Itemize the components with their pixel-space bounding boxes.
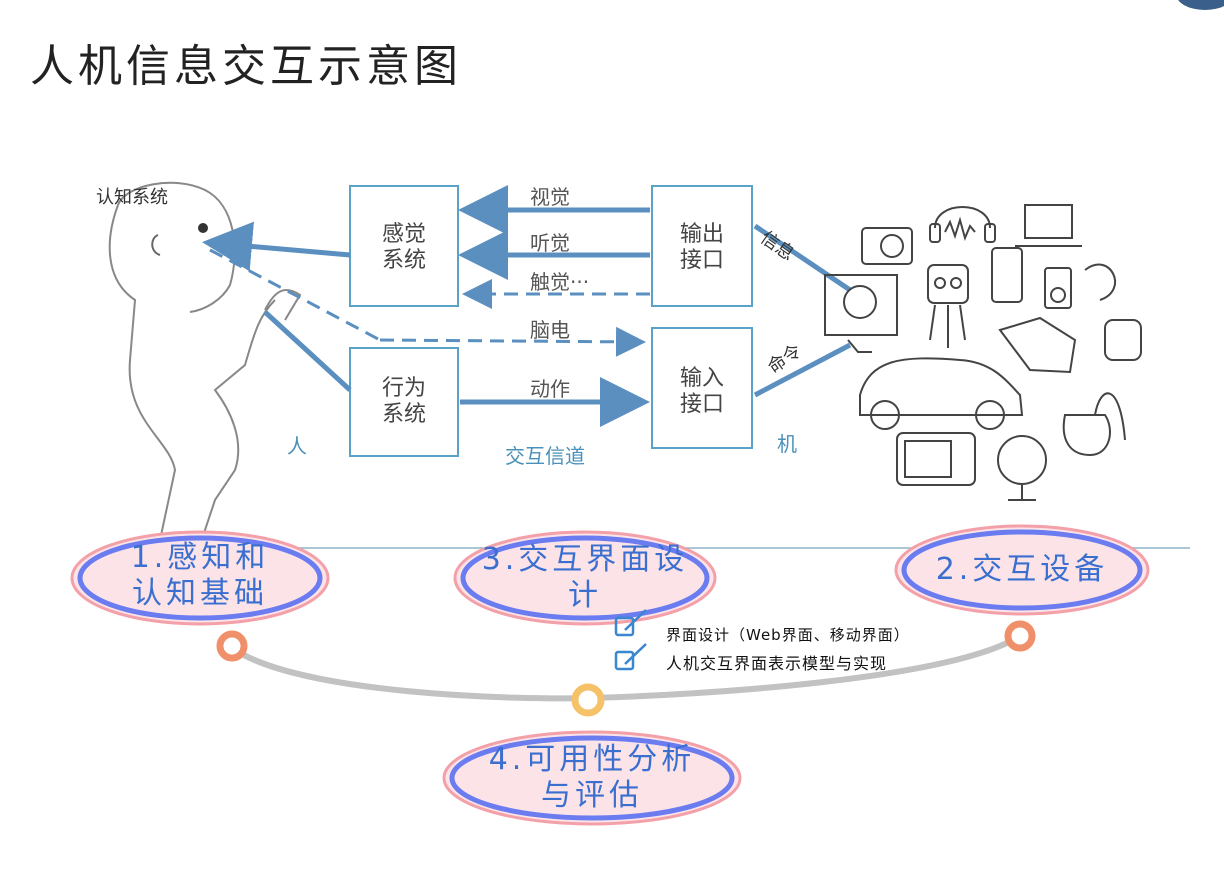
- vacuum-icon: [1062, 414, 1111, 457]
- bullet-interface-model: 人机交互界面表示模型与实现: [666, 654, 888, 673]
- command-line: [753, 342, 852, 398]
- fan-icon: [997, 435, 1047, 485]
- node-topic-1[interactable]: [216, 630, 248, 662]
- sensory-to-eye-arrow: [202, 221, 351, 272]
- node-topic-4[interactable]: [571, 683, 605, 717]
- hand-to-behavior-line: [263, 310, 352, 392]
- topic-oval-1[interactable]: [70, 530, 330, 626]
- vr-headset-icon: [998, 316, 1077, 374]
- device-sketches: [824, 204, 1142, 501]
- channel-label: 交互信道: [505, 444, 585, 468]
- topic-3-text: 3.交互界面设计: [481, 542, 689, 613]
- camera-icon: [861, 227, 913, 265]
- touch-label: 触觉···: [530, 270, 590, 294]
- eeg-label: 脑电: [530, 318, 570, 342]
- action-label: 动作: [530, 377, 570, 401]
- topic-oval-4[interactable]: [442, 730, 742, 826]
- eye-icon: [198, 223, 208, 233]
- eeg-dashed-a: [209, 248, 381, 342]
- input-interface-box: [651, 327, 753, 449]
- headphones-icon: [934, 206, 991, 229]
- topic-connector: [230, 633, 1022, 702]
- topic-oval-2[interactable]: [894, 524, 1150, 616]
- page-title: 人机信息交互示意图: [30, 41, 462, 92]
- output-interface-label: 输出接口: [679, 222, 724, 273]
- human-figure: [108, 181, 302, 547]
- node-topic-2[interactable]: [1004, 620, 1036, 652]
- output-interface-box: [651, 185, 753, 307]
- car-icon: [859, 357, 1024, 416]
- robot-icon: [927, 264, 969, 304]
- info-line: [753, 223, 852, 293]
- laptop-icon: [1015, 204, 1082, 247]
- corner-decoration: [1176, 0, 1224, 10]
- phone-icon: [991, 247, 1023, 303]
- topic-1-text: 1.感知和认知基础: [130, 540, 270, 611]
- bullet-interface-design: 界面设计（Web界面、移动界面）: [666, 626, 910, 644]
- watch-icon: [1104, 319, 1142, 361]
- behavior-system-label: 行为系统: [381, 376, 426, 427]
- vision-label: 视觉: [530, 185, 570, 209]
- behavior-system-box: [349, 347, 459, 457]
- input-interface-label: 输入接口: [679, 366, 724, 417]
- sensory-system-label: 感觉系统: [381, 222, 426, 273]
- hearing-label: 听觉: [530, 231, 570, 255]
- topic-4-text: 4.可用性分析与评估: [488, 742, 696, 813]
- human-label: 人: [287, 434, 307, 458]
- machine-label: 机: [777, 432, 797, 456]
- pencil-icon: [614, 609, 647, 637]
- earphones-icon: [1084, 263, 1117, 301]
- cognition-system-label: 认知系统: [96, 187, 168, 208]
- topic-2-text: 2.交互设备: [935, 552, 1109, 587]
- pencil-icon: [614, 643, 647, 671]
- microwave-icon: [896, 432, 976, 486]
- topic-oval-3[interactable]: [453, 530, 717, 626]
- music-player-icon: [1044, 267, 1072, 309]
- monitor-icon: [824, 274, 898, 336]
- eeg-dashed-b: [379, 326, 646, 357]
